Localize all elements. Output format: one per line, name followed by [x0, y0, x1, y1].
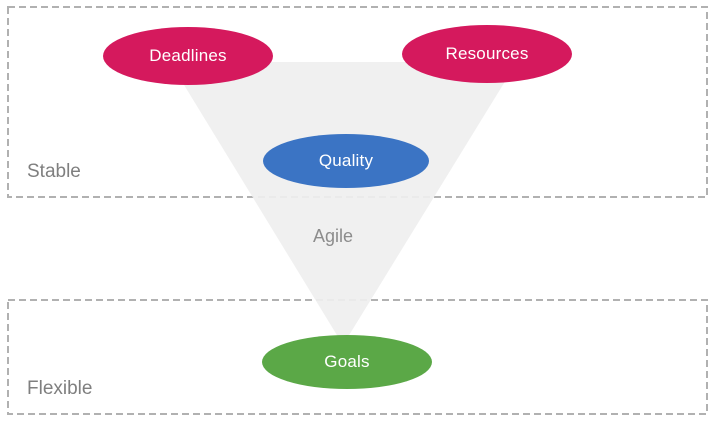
- node-deadlines-label: Deadlines: [149, 46, 227, 65]
- funnel-triangle: [170, 62, 517, 345]
- node-deadlines: Deadlines: [103, 27, 273, 85]
- zone-label-flexible: Flexible: [27, 378, 93, 399]
- zone-label-stable: Stable: [27, 161, 81, 182]
- node-resources: Resources: [402, 25, 572, 83]
- node-quality: Quality: [263, 134, 429, 188]
- node-quality-label: Quality: [318, 151, 374, 170]
- flexible-zone-box: [7, 299, 708, 415]
- node-resources-label: Resources: [445, 44, 529, 63]
- node-goals: Goals: [262, 335, 432, 389]
- node-goals-label: Goals: [324, 352, 370, 371]
- triangle-label: Agile: [312, 226, 354, 246]
